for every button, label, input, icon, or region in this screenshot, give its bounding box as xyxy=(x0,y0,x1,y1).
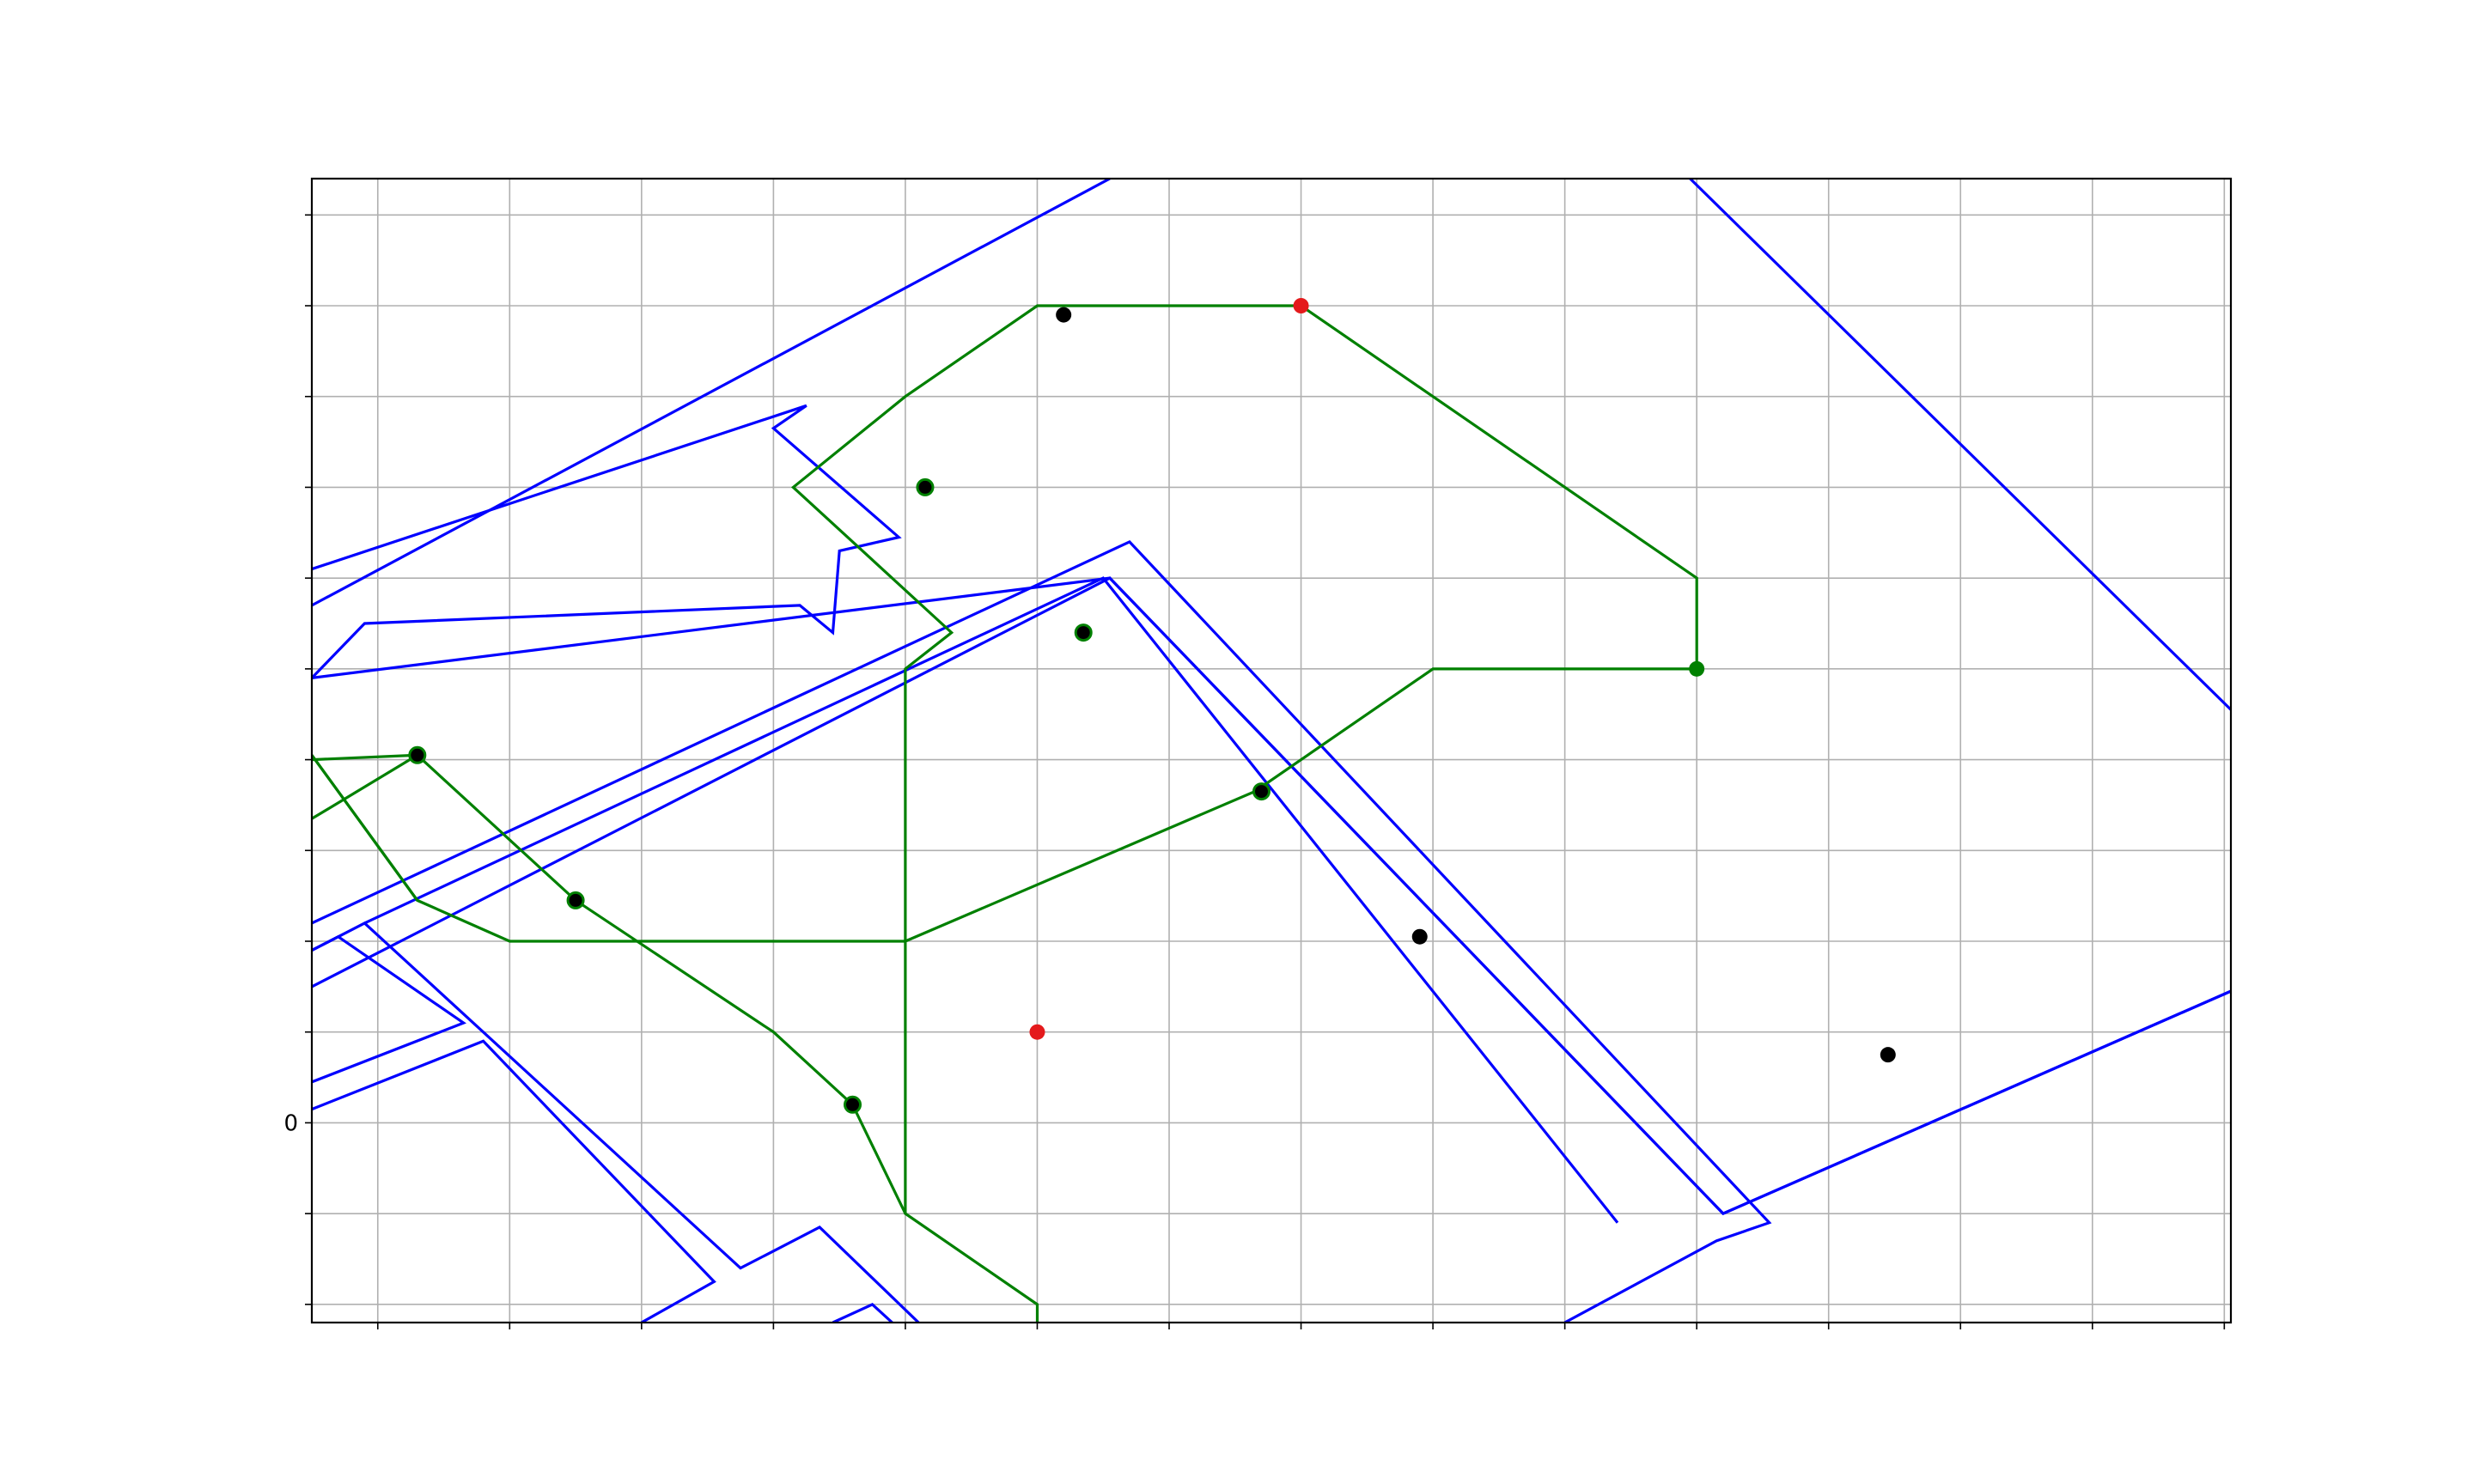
path-node-point xyxy=(916,477,935,496)
path-node-point xyxy=(1252,782,1271,801)
free-node-point xyxy=(1056,307,1072,323)
boundary-lines xyxy=(312,179,2231,1323)
path-line xyxy=(312,753,418,820)
highlight-point xyxy=(1293,298,1309,313)
y-tick-label: 0 xyxy=(283,1110,298,1136)
boundary-line xyxy=(312,179,1111,607)
boundary-line xyxy=(1689,179,2231,711)
boundary-line xyxy=(312,921,920,1323)
path-node-point xyxy=(1074,623,1093,642)
boundary-line xyxy=(312,404,902,679)
path-line xyxy=(1169,304,1698,669)
plot-background xyxy=(312,179,2231,1323)
grid xyxy=(312,179,2231,1323)
path-line xyxy=(312,753,907,1214)
points xyxy=(408,298,1896,1114)
boundary-line xyxy=(832,1303,893,1323)
path-line xyxy=(312,754,419,902)
path-line xyxy=(790,304,1169,1323)
path-node-point xyxy=(844,1095,862,1114)
boundary-line xyxy=(312,539,1772,1323)
goal-point xyxy=(1689,660,1705,677)
highlight-point xyxy=(1029,1024,1045,1040)
path-node-point xyxy=(408,745,427,764)
boundary-line xyxy=(312,1039,716,1323)
axis-tick-labels: 0 xyxy=(283,1110,298,1136)
free-node-point xyxy=(1880,1047,1896,1063)
plot-frame xyxy=(310,177,2233,1324)
path-node-point xyxy=(566,891,585,909)
free-node-point xyxy=(1411,928,1428,945)
axis-ticks xyxy=(305,214,2226,1329)
path-lines xyxy=(312,304,1698,1323)
boundary-line xyxy=(312,576,2231,1216)
